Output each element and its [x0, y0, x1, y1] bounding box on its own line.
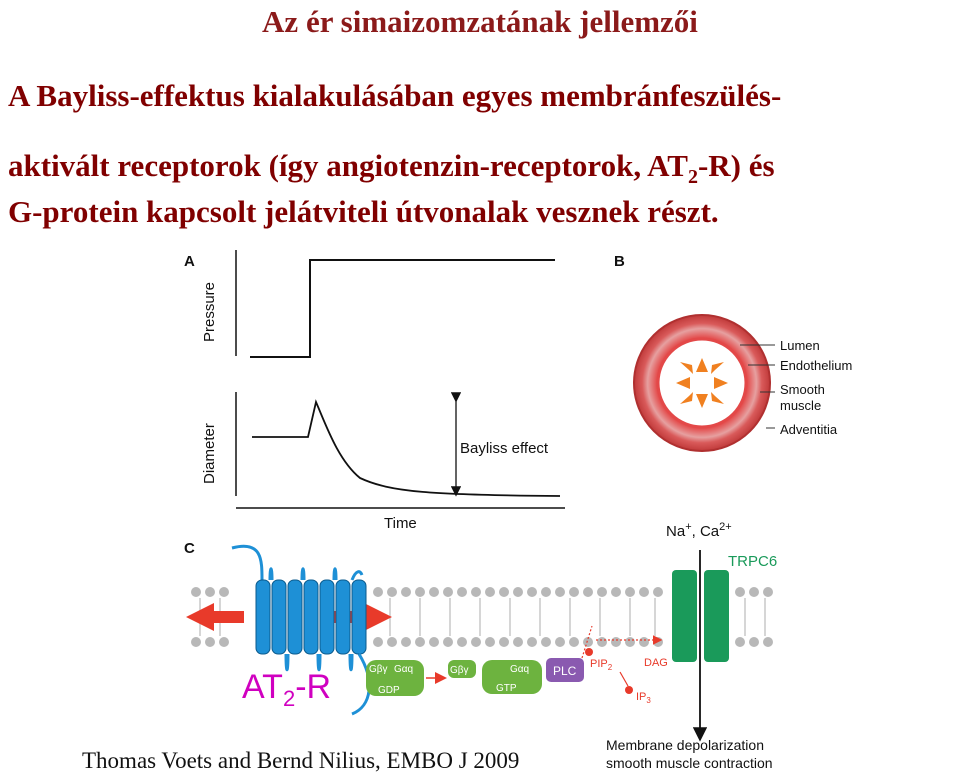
- diameter-trace: [252, 399, 561, 497]
- layer-adventitia: Adventitia: [780, 422, 838, 437]
- intro-line-2: aktivált receptorok (így angiotenzin-rec…: [8, 148, 775, 188]
- gbg-label: Gβγ: [450, 665, 469, 676]
- layer-pointers: [740, 344, 775, 429]
- outcome-line-1: Membrane depolarization: [606, 737, 764, 753]
- gaq-label: Gαq: [510, 664, 529, 675]
- g-protein-gdp: Gβγ Gαq GDP: [366, 660, 424, 696]
- layer-smooth: Smooth: [780, 382, 825, 397]
- panel-b: B Lumen Endothelium Smooth muscle Advent…: [614, 253, 852, 452]
- layer-endothelium: Endothelium: [780, 358, 852, 373]
- panel-a: A Pressure Diameter Time Bayliss effect: [184, 250, 565, 532]
- bayliss-effect-label: Bayliss effect: [460, 440, 549, 457]
- gtp-label: GTP: [496, 683, 517, 694]
- g-protein-gtp: Gαq GTP: [482, 660, 542, 694]
- panel-a-label: A: [184, 253, 195, 270]
- trpc6-label: TRPC6: [728, 553, 777, 570]
- at2r-label: AT2-R: [242, 668, 332, 711]
- gdp-gaq-label: Gαq: [394, 664, 413, 675]
- pip2-dot: [585, 648, 593, 656]
- pressure-trace: [250, 259, 555, 358]
- panel-c: C: [184, 521, 777, 771]
- ip3-label: IP3: [636, 691, 651, 705]
- panel-c-label: C: [184, 540, 195, 557]
- pip2-label: PIP2: [590, 658, 613, 672]
- intro-line-1: A Bayliss-effektus kialakulásában egyes …: [8, 78, 782, 113]
- gdp-label: GDP: [378, 685, 400, 696]
- trpc6-channel: [672, 550, 729, 742]
- ions-label: Na+, Ca2+: [666, 521, 732, 540]
- vessel-cross-section: [633, 314, 771, 452]
- dag-label: DAG: [644, 657, 668, 669]
- ip3-dot: [625, 686, 633, 694]
- layer-muscle: muscle: [780, 398, 821, 413]
- gdp-gbg-label: Gβγ: [369, 664, 388, 675]
- pressure-axis-label: Pressure: [201, 282, 218, 342]
- stretch-arrows: [676, 358, 728, 408]
- diameter-axis-label: Diameter: [201, 423, 218, 484]
- plc-enzyme: [546, 658, 584, 682]
- ip3-arrow: [619, 671, 629, 687]
- panel-b-label: B: [614, 253, 625, 270]
- layer-lumen: Lumen: [780, 338, 820, 353]
- endothelium-ring: [656, 337, 748, 429]
- slide-title: Az ér simaizomzatának jellemzői: [262, 4, 698, 39]
- intro-line-3: G-protein kapcsolt jelátviteli útvonalak…: [8, 194, 719, 229]
- at2-receptor: [231, 544, 371, 716]
- plc-label: PLC: [553, 664, 577, 678]
- gbg-subunit: [448, 660, 476, 678]
- dag-arrow: [581, 625, 660, 659]
- time-axis-label: Time: [384, 515, 417, 532]
- outcome-line-2: smooth muscle contraction: [606, 755, 773, 771]
- credit-citation: Thomas Voets and Bernd Nilius, EMBO J 20…: [82, 748, 520, 773]
- stretch-arrow-left: [186, 603, 244, 631]
